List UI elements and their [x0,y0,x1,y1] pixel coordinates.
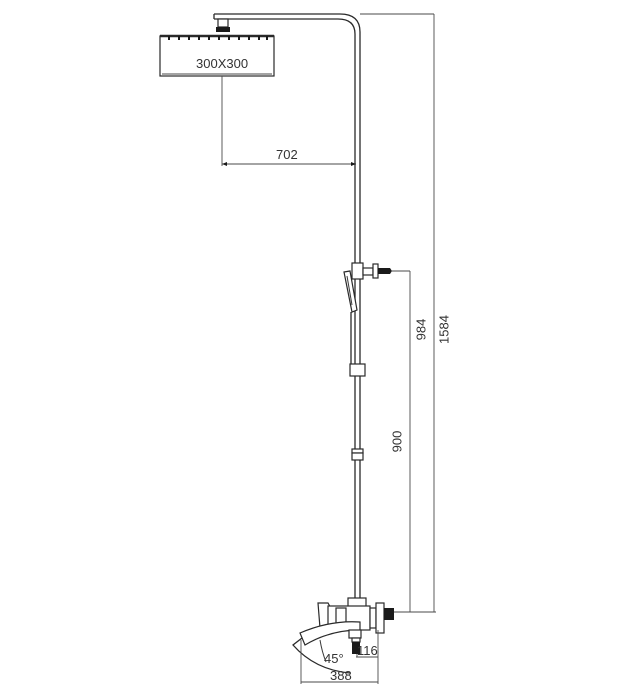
riser-pipe [354,165,361,600]
spout-angle-label: 45° [324,651,344,666]
shower-head-connector [216,18,230,32]
hand-shower [343,270,358,368]
mixer-valve [317,597,410,634]
overall-height-dimension [383,14,436,613]
slider-connector [351,262,410,280]
spout-offset-dimension [356,630,379,684]
head-size-label: 300X300 [196,56,249,71]
spout-offset-label: 116 [357,643,378,658]
slide-rail-height-label: 900 [389,430,405,453]
spout-length-dimension [300,640,378,684]
shower-head [159,34,275,77]
spout-length-label: 388 [330,668,352,683]
overall-height-label: 1584 [436,315,452,344]
pipe-coupling [349,363,366,461]
arm-reach-dimension [221,76,356,166]
bath-spout [292,621,362,674]
arm-reach-label: 702 [276,147,298,162]
shower-arm [213,13,361,165]
bracket-height-label: 984 [413,318,429,341]
